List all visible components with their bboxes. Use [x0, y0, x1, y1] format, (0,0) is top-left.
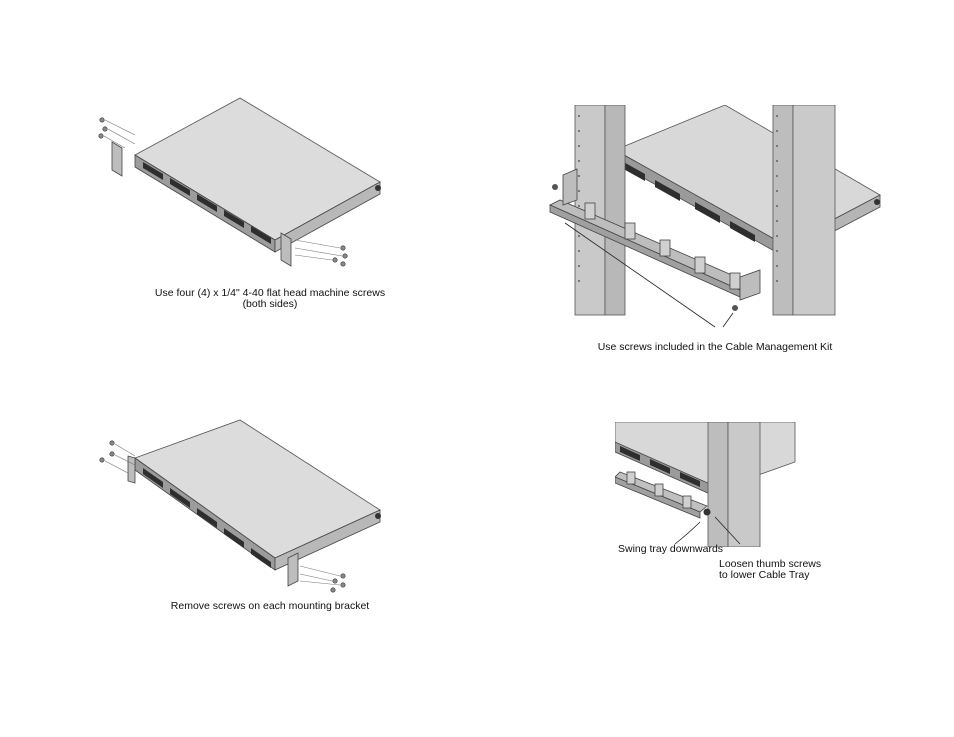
rack-rail-icon [793, 105, 835, 315]
panel-swing-tray [615, 422, 805, 547]
swing-tray-illustration [615, 422, 805, 547]
bracket-icon [128, 456, 135, 483]
caption-loosen-2: to lower Cable Tray [719, 569, 809, 581]
bracket-icon [563, 169, 577, 205]
screw-icon [333, 246, 347, 266]
bracket-icon [740, 270, 760, 300]
screw-icon [99, 118, 107, 138]
caption-top-left-2: (both sides) [130, 298, 410, 310]
screw-icon [552, 184, 558, 190]
caption-swing: Swing tray downwards [618, 543, 723, 555]
port-row [145, 190, 159, 206]
chassis-illustration [95, 418, 395, 600]
screw-icon [100, 441, 114, 462]
rack-illustration [545, 105, 885, 340]
bracket-icon [288, 553, 298, 586]
arrow-icon [675, 522, 700, 544]
chassis-illustration [95, 90, 395, 270]
rack-rail-icon [773, 105, 793, 315]
bracket-icon [281, 233, 291, 266]
screw-icon [704, 509, 711, 516]
panel-cable-management [545, 105, 885, 340]
screw-guide-lines [104, 120, 135, 148]
screw-icon [732, 305, 738, 311]
panel-remove-screws [95, 418, 395, 600]
bracket-icon [112, 142, 122, 176]
knob-icon [375, 513, 381, 519]
rack-rail-icon [605, 105, 625, 315]
caption-top-right: Use screws included in the Cable Managem… [585, 341, 845, 353]
rack-rail-icon [728, 422, 760, 547]
knob-icon [874, 199, 880, 205]
screw-guide-lines [295, 240, 342, 260]
caption-bottom-left: Remove screws on each mounting bracket [130, 600, 410, 612]
panel-attach-brackets [95, 90, 395, 270]
chassis-top [135, 98, 380, 240]
screw-icon [331, 574, 345, 592]
knob-icon [375, 185, 381, 191]
